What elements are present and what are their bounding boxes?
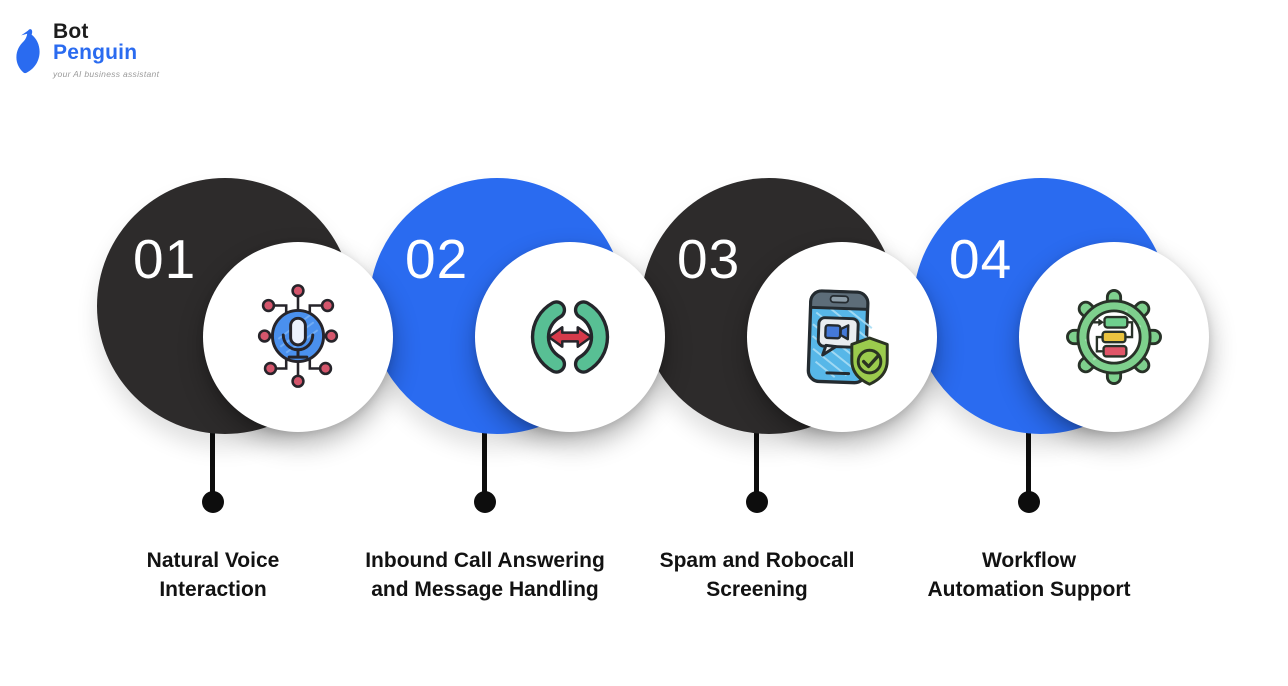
step-4-workflow-automation: 04 bbox=[913, 178, 1209, 601]
phone-shield-check-icon bbox=[806, 289, 889, 386]
step-label: Workflow Automation Support bbox=[869, 546, 1189, 604]
step-icon-circle bbox=[475, 242, 665, 432]
step-icon-circle bbox=[1019, 242, 1209, 432]
botpenguin-logo: Bot Penguin your AI business assistant bbox=[14, 20, 160, 79]
step-number: 02 bbox=[405, 228, 469, 290]
step-label: Inbound Call Answering and Message Handl… bbox=[325, 546, 645, 604]
logo-brand-top: Bot bbox=[53, 20, 89, 43]
step-label-line2: Automation Support bbox=[927, 578, 1131, 601]
connector-dot bbox=[1018, 491, 1040, 513]
logo-brand-bottom: Penguin bbox=[53, 41, 138, 64]
step-label-line1: Workflow bbox=[981, 549, 1077, 572]
voice-network-mic-icon bbox=[257, 284, 339, 388]
step-label: Natural Voice Interaction bbox=[53, 546, 373, 604]
logo-tagline: your AI business assistant bbox=[53, 69, 160, 79]
connector-dot bbox=[202, 491, 224, 513]
connector-stem bbox=[1026, 426, 1031, 502]
step-label-line1: Inbound Call Answering bbox=[365, 549, 605, 572]
step-number: 01 bbox=[133, 228, 197, 290]
connector-stem bbox=[210, 426, 215, 502]
step-3-spam-screening: 03 Spam and Robocall bbox=[641, 178, 937, 601]
connector-dot bbox=[746, 491, 768, 513]
step-label-line2: and Message Handling bbox=[371, 578, 599, 601]
logo-wordmark: Bot Penguin your AI business assistant bbox=[53, 20, 160, 79]
step-1-natural-voice: 01 bbox=[97, 178, 393, 601]
step-number: 04 bbox=[949, 228, 1013, 290]
step-label-line1: Spam and Robocall bbox=[659, 549, 855, 572]
connector-dot bbox=[474, 491, 496, 513]
step-2-inbound-call: 02 Inbound Call Answering and Message Ha… bbox=[365, 178, 665, 601]
step-icon-circle bbox=[747, 242, 937, 432]
connector-stem bbox=[482, 426, 487, 502]
step-icon-circle bbox=[203, 242, 393, 432]
step-label-line2: Interaction bbox=[159, 578, 267, 601]
penguin-logo-icon bbox=[16, 29, 40, 74]
connector-stem bbox=[754, 426, 759, 502]
step-number: 03 bbox=[677, 228, 741, 290]
step-label-line2: Screening bbox=[706, 578, 808, 601]
call-transfer-handsets-icon bbox=[530, 300, 610, 374]
step-label: Spam and Robocall Screening bbox=[597, 546, 917, 604]
gear-workflow-icon bbox=[1066, 289, 1162, 385]
step-label-line1: Natural Voice bbox=[146, 549, 280, 572]
